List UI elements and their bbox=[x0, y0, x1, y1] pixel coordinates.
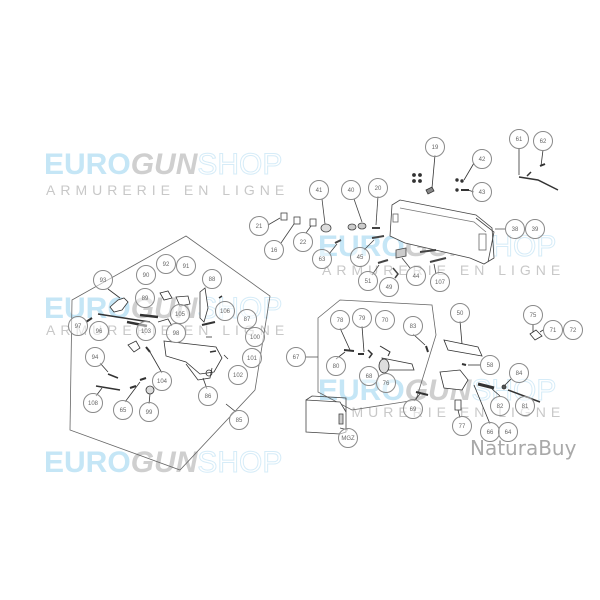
part-label: 89 bbox=[135, 288, 155, 308]
part-label: 77 bbox=[452, 416, 472, 436]
part-label: 80 bbox=[326, 356, 346, 376]
part-label: 20 bbox=[368, 178, 388, 198]
eurogunshop-watermark: EUROGUNSHOP bbox=[44, 446, 283, 479]
part-label: 51 bbox=[358, 271, 378, 291]
part-label: 99 bbox=[139, 402, 159, 422]
part-label: 97 bbox=[68, 316, 88, 336]
trigger-group-outline bbox=[69, 235, 271, 471]
part-label: 63 bbox=[312, 249, 332, 269]
part-label: 49 bbox=[379, 277, 399, 297]
naturabuy-logo: NaturaBuy bbox=[470, 436, 577, 460]
part-label: 103 bbox=[136, 321, 156, 341]
part-label: 61 bbox=[509, 129, 529, 149]
part-label: 91 bbox=[176, 256, 196, 276]
part-label: 88 bbox=[202, 269, 222, 289]
part-label: 94 bbox=[85, 347, 105, 367]
part-label: 16 bbox=[264, 240, 284, 260]
part-label: 19 bbox=[425, 137, 445, 157]
part-label: 58 bbox=[480, 355, 500, 375]
eurogunshop-watermark: EUROGUNSHOP bbox=[44, 148, 283, 181]
bolt-group-outline bbox=[317, 299, 437, 411]
part-label: 104 bbox=[152, 371, 172, 391]
magazine bbox=[305, 395, 349, 435]
part-label: 75 bbox=[523, 305, 543, 325]
part-label: 93 bbox=[93, 270, 113, 290]
part-label: 92 bbox=[156, 254, 176, 274]
part-label: 64 bbox=[498, 422, 518, 442]
part-label: MGZ bbox=[338, 428, 358, 448]
part-label: 43 bbox=[472, 182, 492, 202]
part-label: 45 bbox=[350, 247, 370, 267]
part-label: 21 bbox=[249, 216, 269, 236]
part-label: 38 bbox=[505, 219, 525, 239]
trigger-group-parts bbox=[85, 287, 237, 413]
part-label: 72 bbox=[563, 320, 583, 340]
part-label: 98 bbox=[166, 323, 186, 343]
part-label: 85 bbox=[229, 410, 249, 430]
part-label: 79 bbox=[352, 308, 372, 328]
watermark-subtitle: ARMURERIE EN LIGNE bbox=[322, 262, 566, 278]
part-label: 82 bbox=[490, 396, 510, 416]
part-label: 90 bbox=[136, 265, 156, 285]
watermark-euro: EURO bbox=[44, 446, 131, 479]
watermark-subtitle: ARMURERIE EN LIGNE bbox=[46, 182, 290, 198]
part-label: 65 bbox=[113, 400, 133, 420]
part-label: 101 bbox=[242, 348, 262, 368]
small-parts-top bbox=[412, 148, 559, 195]
part-label: 44 bbox=[406, 266, 426, 286]
part-label: 108 bbox=[83, 393, 103, 413]
watermark-shop: SHOP bbox=[197, 148, 283, 181]
watermark-gun: GUN bbox=[130, 446, 198, 479]
part-label: 106 bbox=[215, 301, 235, 321]
receiver-body bbox=[389, 199, 505, 265]
part-label: 107 bbox=[430, 272, 450, 292]
part-label: 62 bbox=[533, 131, 553, 151]
part-label: 83 bbox=[403, 316, 423, 336]
part-label: 96 bbox=[89, 321, 109, 341]
part-label: 86 bbox=[198, 386, 218, 406]
part-label: 76 bbox=[376, 373, 396, 393]
part-label: 87 bbox=[237, 309, 257, 329]
part-label: 50 bbox=[450, 303, 470, 323]
part-label: 105 bbox=[170, 304, 190, 324]
part-label: 78 bbox=[330, 310, 350, 330]
part-label: 39 bbox=[525, 219, 545, 239]
part-label: 102 bbox=[228, 365, 248, 385]
watermark-euro: EURO bbox=[44, 148, 131, 181]
part-label: 69 bbox=[403, 399, 423, 419]
part-label: 100 bbox=[245, 327, 265, 347]
part-label: 84 bbox=[509, 363, 529, 383]
part-label: 41 bbox=[309, 180, 329, 200]
part-label: 67 bbox=[286, 347, 306, 367]
small-parts-row bbox=[267, 195, 447, 279]
part-label: 40 bbox=[341, 180, 361, 200]
part-label: 71 bbox=[543, 320, 563, 340]
part-label: 70 bbox=[375, 310, 395, 330]
watermark-gun: GUN bbox=[130, 148, 198, 181]
part-label: 42 bbox=[472, 149, 492, 169]
watermark-shop: SHOP bbox=[197, 446, 283, 479]
part-label: 81 bbox=[515, 396, 535, 416]
part-label: 22 bbox=[293, 232, 313, 252]
